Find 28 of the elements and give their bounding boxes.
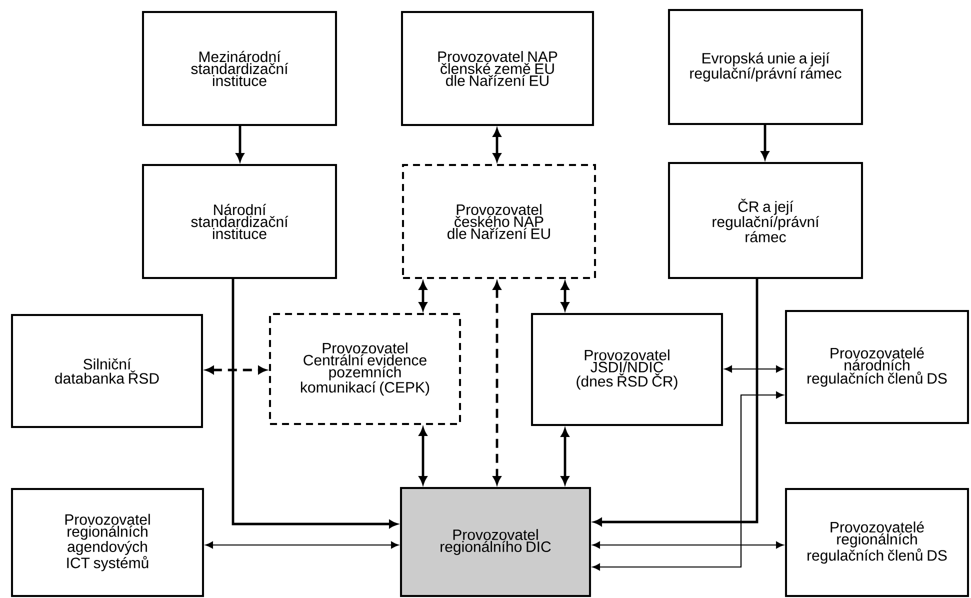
arrow bbox=[592, 392, 784, 570]
arrow bbox=[236, 126, 244, 162]
arrow bbox=[592, 542, 784, 548]
process-box: Evropská unie a její regulační/právní rámec bbox=[668, 9, 863, 125]
process-box: Provozovatelé regionálních regulačních členů DS bbox=[785, 488, 969, 597]
process-box: Provozovatel regionálního DIC bbox=[400, 487, 591, 597]
process-box: Provozovatel JSDI/NDIC (dnes ŘSD ČR) bbox=[531, 313, 723, 426]
arrow bbox=[419, 282, 427, 310]
process-box: Mezinárodní standardizační instituce bbox=[142, 11, 337, 126]
process-box: Silniční databanka ŘSD bbox=[11, 314, 203, 428]
process-box: Provozovatel regionálních agendových ICT systémů bbox=[11, 488, 204, 597]
arrow bbox=[761, 125, 769, 160]
arrow bbox=[493, 128, 501, 162]
arrow bbox=[206, 366, 266, 374]
process-box: Provozovatel českého NAP dle Nařízení EU bbox=[402, 164, 596, 279]
arrow bbox=[232, 279, 398, 528]
arrow bbox=[724, 366, 784, 372]
arrow bbox=[561, 428, 569, 484]
arrow bbox=[594, 279, 758, 526]
arrow bbox=[493, 282, 501, 484]
arrow bbox=[419, 428, 427, 484]
process-box: Provozovatel Centrální evidence pozemních komunikací (CEPK) bbox=[269, 313, 461, 425]
process-box: Provozovatel NAP členské země EU dle Nařízení EU bbox=[401, 11, 594, 126]
arrow bbox=[205, 542, 399, 548]
process-box: Provozovatelé národních regulačních členů DS bbox=[785, 310, 969, 424]
process-box: ČR a její regulační/právní rámec bbox=[668, 162, 863, 279]
process-box: Národní standardizační instituce bbox=[142, 164, 337, 279]
arrow bbox=[561, 282, 569, 310]
